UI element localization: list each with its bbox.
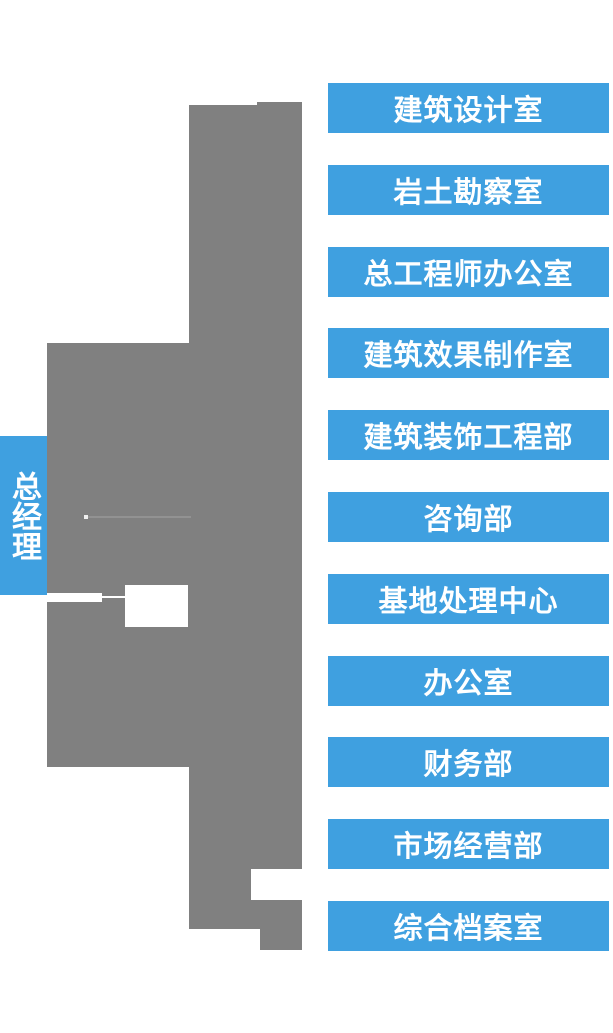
department-label: 岩土勘察室 bbox=[393, 177, 544, 209]
department-label: 市场经营部 bbox=[393, 831, 544, 863]
connector-branch-band bbox=[47, 343, 189, 767]
department-label: 基地处理中心 bbox=[378, 586, 559, 618]
department-box-1: 岩土勘察室 bbox=[328, 165, 609, 215]
department-label: 建筑装饰工程部 bbox=[363, 422, 574, 454]
department-box-0: 建筑设计室 bbox=[328, 83, 609, 133]
connector-trunk bbox=[189, 105, 302, 869]
department-label: 总工程师办公室 bbox=[363, 259, 574, 291]
department-box-4: 建筑装饰工程部 bbox=[328, 410, 609, 460]
department-box-7: 办公室 bbox=[328, 656, 609, 706]
connector-bottom-row bbox=[189, 900, 302, 929]
department-label: 建筑设计室 bbox=[393, 95, 544, 127]
connector-gap-rect bbox=[125, 585, 188, 627]
department-box-5: 咨询部 bbox=[328, 492, 609, 542]
department-box-10: 综合档案室 bbox=[328, 901, 609, 951]
connector-scratch-dot bbox=[84, 515, 88, 519]
connector-bottom-left bbox=[189, 869, 251, 900]
connector-gap-bar bbox=[47, 593, 102, 602]
connector-scratch-line bbox=[88, 516, 191, 518]
department-label: 建筑效果制作室 bbox=[363, 340, 574, 372]
department-label: 办公室 bbox=[423, 668, 514, 700]
connector-bottom-tail bbox=[260, 929, 302, 950]
department-label: 咨询部 bbox=[423, 504, 514, 536]
department-box-6: 基地处理中心 bbox=[328, 574, 609, 624]
general-manager-box: 总经理 bbox=[0, 436, 47, 595]
connector-gap-line bbox=[102, 596, 125, 598]
department-label: 财务部 bbox=[423, 749, 514, 781]
general-manager-label: 总经理 bbox=[7, 470, 40, 561]
department-box-9: 市场经营部 bbox=[328, 819, 609, 869]
department-box-2: 总工程师办公室 bbox=[328, 247, 609, 297]
department-box-8: 财务部 bbox=[328, 737, 609, 787]
department-label: 综合档案室 bbox=[393, 913, 544, 945]
department-box-3: 建筑效果制作室 bbox=[328, 328, 609, 378]
connector-trunk-cap bbox=[257, 102, 302, 106]
